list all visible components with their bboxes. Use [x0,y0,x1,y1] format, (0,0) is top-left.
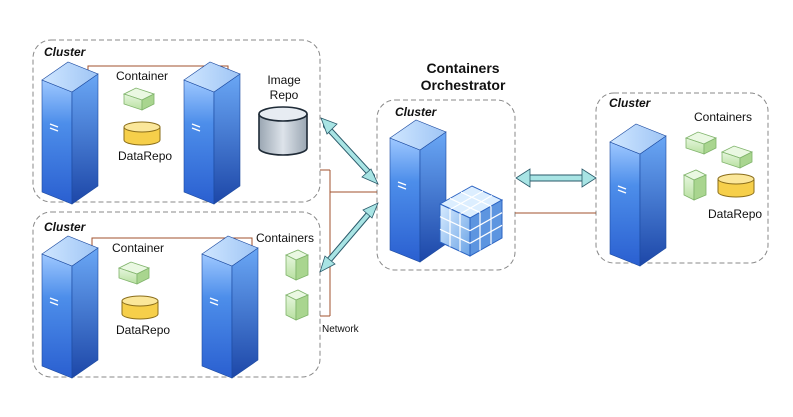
container-cube-icon [683,169,707,201]
server-icon [183,61,241,205]
image-repo-label: Repo [270,88,299,102]
container-cube-icon [721,145,753,169]
arrow-bottom [319,202,379,273]
datarepo-label: DataRepo [708,207,762,221]
cluster-label: Cluster [44,45,87,59]
cluster-bottom-left [32,211,321,378]
server-icon [389,119,447,263]
server-icon [609,123,667,267]
cluster-label: Cluster [395,105,438,119]
cluster-right [595,92,769,264]
cluster-center [376,99,516,271]
orchestrator-title-line1: Containers [426,60,499,76]
container-cube-icon [685,131,717,155]
image-repo-icon [258,106,308,156]
server-icon [41,61,99,205]
arrow-right [515,168,597,188]
image-repo-label: Image [267,73,301,87]
container-label: Container [116,69,168,83]
containers-label: Containers [694,110,752,124]
container-label: Container [112,241,164,255]
cluster-label: Cluster [609,96,652,110]
datarepo-icon [123,121,161,146]
container-cube-icon [123,87,155,111]
datarepo-label: DataRepo [116,323,170,337]
container-cube-icon [118,261,150,285]
orchestrator-grid-icon [438,185,504,257]
server-icon [41,235,99,379]
datarepo-icon [717,173,755,198]
arrow-top [320,117,379,185]
server-icon [201,235,259,379]
datarepo-label: DataRepo [118,149,172,163]
containers-label: Containers [256,231,314,245]
orchestrator-title-line2: Orchestrator [421,77,506,93]
datarepo-icon [121,295,159,320]
network-label: Network [322,324,360,335]
container-cube-icon [285,249,309,281]
container-cube-icon [285,289,309,321]
cluster-label: Cluster [44,220,87,234]
